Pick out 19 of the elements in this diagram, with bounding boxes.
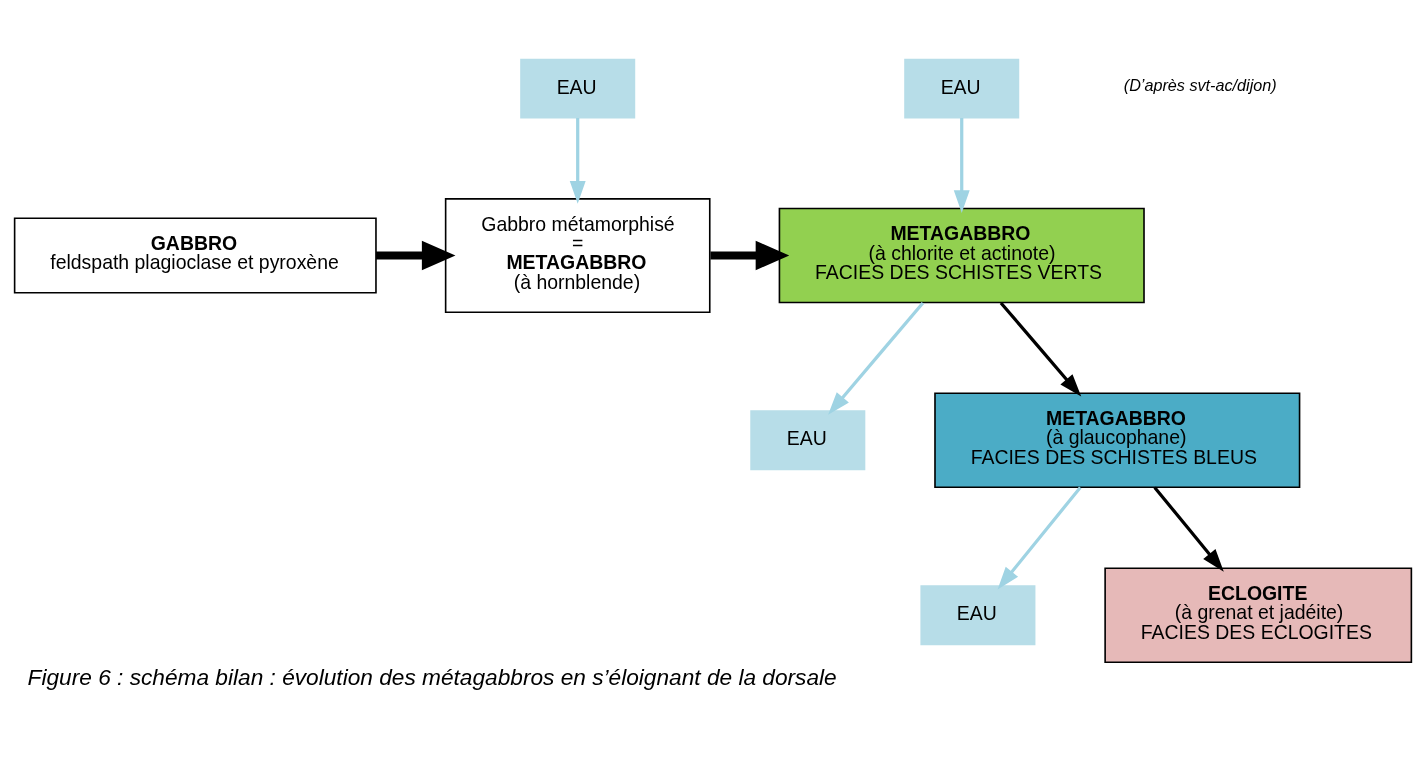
node-box: Gabbro métamorphisé = METAGABBRO (à hornblende) [444,197,711,313]
node-box: EAU [750,409,866,470]
node-box: ECLOGITE (à grenat et jadéite) FACIES DES ECLOGITES [1104,566,1413,663]
arrow [953,117,970,213]
arrow [997,485,1082,589]
caption: Figure 6 : schéma bilan : évolution des métagabbros en s’éloignant de la dorsale [27,663,837,690]
node-box: METAGABBRO (à chlorite et actinote) FACIES DES SCHISTES VERTS [778,207,1145,303]
node-box: METAGABBRO (à glaucophane) FACIES DES SCHISTES BLEUS [934,391,1301,488]
node-box: EAU [520,58,636,119]
arrow [1153,485,1224,572]
node-box: GABBRO feldspath plagioclase et pyroxène [13,216,377,294]
node-box: EAU [920,584,1036,645]
node-box: EAU [904,58,1020,119]
arrow [569,117,586,204]
arrow [828,301,925,415]
label: (D’après svt-ac/dijon) [1123,75,1277,94]
arrow [710,240,790,270]
arrow [376,240,456,270]
arrow [999,301,1082,397]
